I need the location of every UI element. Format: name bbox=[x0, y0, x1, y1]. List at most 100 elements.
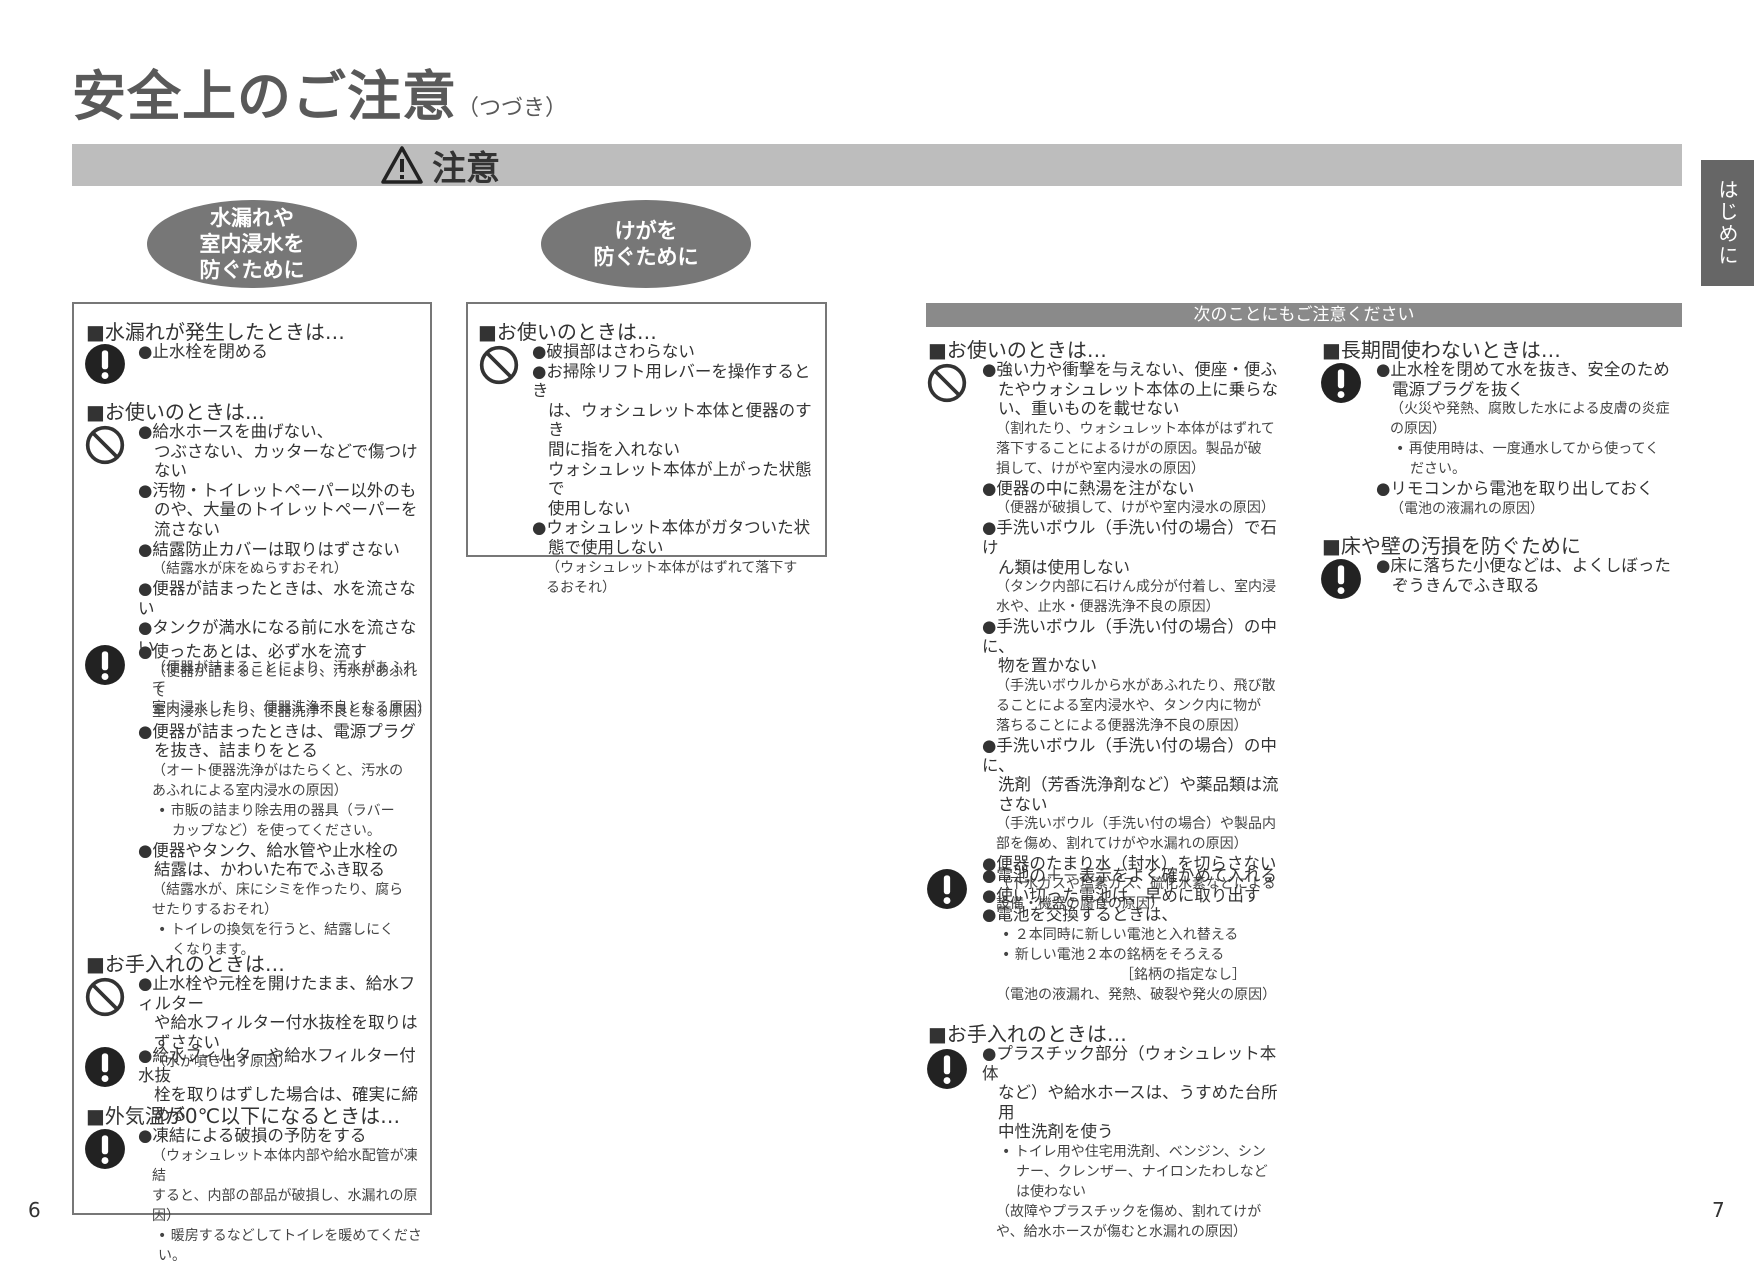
heading-use-2: ■お使いのときは… bbox=[928, 338, 1107, 362]
item: ●ウォシュレット本体がガタついた状 bbox=[532, 518, 811, 538]
item: ●便器やタンク、給水管や止水栓の bbox=[138, 840, 399, 860]
use-mandatory-items: ●使ったあとは、必ず水を流す （便器が詰まることにより、汚水があふれて 室内浸水… bbox=[138, 642, 431, 960]
water-box bbox=[72, 302, 432, 1215]
item: たやウォシュレット本体の上に乗らな bbox=[998, 379, 1279, 399]
sub-note: • トイレ用や住宅用洗剤、ベンジン、シン bbox=[1002, 1143, 1266, 1160]
item: 間に指を入れない bbox=[548, 439, 680, 459]
mandatory-icon bbox=[926, 868, 968, 910]
caution-banner: 注意 bbox=[72, 144, 1682, 189]
item: ●給水ホースを曲げない、 bbox=[138, 422, 334, 441]
item: ●手洗いボウル（手洗い付の場合）の中に、 bbox=[982, 735, 1277, 775]
note: （電池の液漏れ、発熱、破裂や発火の原因） bbox=[996, 986, 1277, 1003]
oval-water-line: 室内浸水を bbox=[199, 232, 305, 256]
item: ●便器の中に熱湯を注がない bbox=[982, 478, 1195, 498]
warning-triangle-icon bbox=[380, 145, 424, 185]
note: 水や、止水・便器洗浄不良の原因） bbox=[996, 599, 1220, 616]
mandatory-icon bbox=[926, 1048, 968, 1090]
item: ●タンクが満水になる前に水を流さない bbox=[138, 618, 417, 657]
note: ることによる室内浸水や、タンク内に物が bbox=[996, 697, 1262, 714]
note: （結露水が、床にシミを作ったり、腐ら bbox=[152, 881, 404, 898]
sub-note: くなります。 bbox=[172, 941, 255, 958]
banner-label: 注意 bbox=[432, 148, 500, 189]
cold-items: ●凍結による破損の予防をする （ウォシュレット本体内部や給水配管が凍結 すると、… bbox=[138, 1126, 430, 1266]
item: ●凍結による破損の予防をする bbox=[138, 1126, 367, 1145]
prohibit-icon bbox=[926, 362, 968, 404]
note: （火災や発熱、腐敗した水による皮膚の炎症 bbox=[1390, 401, 1670, 418]
prohibit-icon bbox=[478, 344, 520, 386]
oval-injury: けがを 防ぐために bbox=[541, 200, 751, 288]
item: など）や給水ホースは、うすめた台所用 bbox=[998, 1083, 1278, 1122]
also-note-bar: 次のことにもご注意ください bbox=[926, 303, 1682, 327]
sub-note: は使わない bbox=[1016, 1183, 1086, 1200]
mandatory-icon bbox=[1320, 362, 1362, 404]
use2-prohibit-items: ●強い力や衝撃を与えない、便座・便ふ たやウォシュレット本体の上に乗らな い、重… bbox=[982, 360, 1292, 914]
note: （割れたり、ウォシュレット本体がはずれて bbox=[996, 420, 1275, 437]
note: （故障やプラスチックを傷め、割れてけが bbox=[996, 1203, 1262, 1220]
item: ●床に落ちた小便などは、よくしぼった bbox=[1376, 556, 1671, 575]
page-number-left: 6 bbox=[28, 1198, 41, 1222]
item: ●手洗いボウル（手洗い付の場合）の中に、 bbox=[982, 617, 1277, 656]
item: 結露は、かわいた布でふき取る bbox=[154, 860, 385, 880]
note: や、給水ホースが傷むと水漏れの原因） bbox=[996, 1223, 1247, 1240]
heading-floor: ■床や壁の汚損を防ぐために bbox=[1322, 534, 1581, 558]
item: ん類は使用しない bbox=[998, 557, 1130, 577]
item: ●止水栓や元栓を開けたまま、給水フィルター bbox=[138, 974, 416, 1013]
item: や給水フィルター付水抜栓を取りはずさない bbox=[154, 1013, 418, 1052]
note: 設備・機器の腐食の原因） bbox=[996, 895, 1164, 912]
heading-leak: ■水漏れが発生したときは… bbox=[86, 320, 345, 344]
note: るおそれ） bbox=[546, 579, 616, 596]
heading-use: ■お使いのときは… bbox=[86, 400, 265, 424]
sub-note: • 市販の詰まり除去用の器具（ラバー bbox=[158, 802, 395, 819]
battery-items: ●電池の＋－表示をよく確かめて入れる ●使い切った電池は、早めに取り出す ●電池… bbox=[982, 866, 1292, 1005]
mandatory-icon bbox=[1320, 558, 1362, 600]
leak-items: ●止水栓を閉める bbox=[138, 342, 423, 362]
injury-items: ●破損部はさわらない ●お掃除リフト用レバーを操作するとき は、ウォシュレット本… bbox=[532, 342, 822, 598]
note: （ウォシュレット本体がはずれて落下す bbox=[546, 559, 798, 576]
item: ●便器が詰まったときは、電源プラグ bbox=[138, 721, 416, 741]
item: ●使ったあとは、必ず水を流す bbox=[138, 642, 367, 661]
sub-note: カップなど）を使ってください。 bbox=[172, 822, 381, 839]
item: 物を置かない bbox=[998, 656, 1097, 676]
item: ●手洗いボウル（手洗い付の場合）で石け bbox=[982, 518, 1277, 557]
sub-note: ださい。 bbox=[1410, 461, 1466, 478]
item: 態で使用しない bbox=[548, 537, 664, 557]
note: （タンク内部に石けん成分が付着し、室内浸 bbox=[996, 579, 1276, 596]
note: の原因） bbox=[1390, 421, 1446, 438]
item: 洗剤（芳香洗浄剤など）や薬品類は流さない bbox=[998, 775, 1279, 814]
item: ●結露防止カバーは取りはずさない bbox=[138, 539, 400, 559]
heading-use-injury: ■お使いのときは… bbox=[478, 320, 657, 344]
sub-note: ［銘柄の指定なし］ bbox=[1120, 966, 1246, 983]
item: ●電池の＋－表示をよく確かめて入れる bbox=[982, 866, 1277, 885]
prohibit-icon bbox=[84, 424, 126, 466]
oval-injury-line: けがを bbox=[614, 219, 678, 243]
note: すると、内部の部品が破損し、水漏れの原因） bbox=[152, 1187, 418, 1224]
heading-care-2: ■お手入れのときは… bbox=[928, 1022, 1127, 1046]
note: せたりするおそれ） bbox=[152, 901, 278, 918]
item: ぞうきんでふき取る bbox=[1392, 575, 1540, 595]
item: ●プラスチック部分（ウォシュレット本体 bbox=[982, 1044, 1277, 1083]
item: ●汚物・トイレットペーパー以外のも bbox=[138, 480, 417, 500]
heading-long-term: ■長期間使わないときは… bbox=[1322, 338, 1561, 362]
use-prohibit-items: ●給水ホースを曲げない、 つぶさない、カッターなどで傷つけない ●汚物・トイレッ… bbox=[138, 422, 431, 718]
sub-note: • 再使用時は、一度通水してから使ってく bbox=[1396, 441, 1660, 458]
note: （水が噴き出す原因） bbox=[152, 1054, 292, 1071]
note: 落ちることによる便器洗浄不良の原因） bbox=[996, 717, 1248, 734]
item: を抜き、詰まりをとる bbox=[154, 741, 318, 761]
mandatory-icon bbox=[84, 1046, 126, 1088]
injury-box bbox=[466, 302, 827, 557]
sub-note: • トイレの換気を行うと、結露しにく bbox=[158, 921, 394, 938]
note: （便器が詰まることにより、汚水があふれて bbox=[152, 659, 418, 696]
heading-cold: ■外気温が0℃以下になるときは… bbox=[86, 1104, 401, 1128]
note: （オート便器洗浄がはたらくと、汚水の bbox=[152, 762, 404, 779]
note: 落下することによるけがの原因。製品が破 bbox=[996, 440, 1262, 457]
floor-items: ●床に落ちた小便などは、よくしぼった ぞうきんでふき取る bbox=[1376, 556, 1676, 595]
oval-water-line: 防ぐために bbox=[199, 258, 305, 282]
heading-care: ■お手入れのときは… bbox=[86, 952, 285, 976]
care-prohibit-items: ●止水栓や元栓を開けたまま、給水フィルター や給水フィルター付水抜栓を取りはずさ… bbox=[138, 974, 430, 1072]
oval-injury-line: 防ぐために bbox=[593, 245, 699, 269]
note: （手洗いボウル（手洗い付の場合）や製品内 bbox=[996, 816, 1276, 833]
item: ●便器のたまり水（封水）を切らさない bbox=[982, 854, 1277, 874]
care2-items: ●プラスチック部分（ウォシュレット本体 など）や給水ホースは、うすめた台所用 中… bbox=[982, 1044, 1292, 1242]
oval-water: 水漏れや 室内浸水を 防ぐために bbox=[147, 200, 357, 288]
note: 損して、けがや室内浸水の原因） bbox=[996, 460, 1205, 477]
